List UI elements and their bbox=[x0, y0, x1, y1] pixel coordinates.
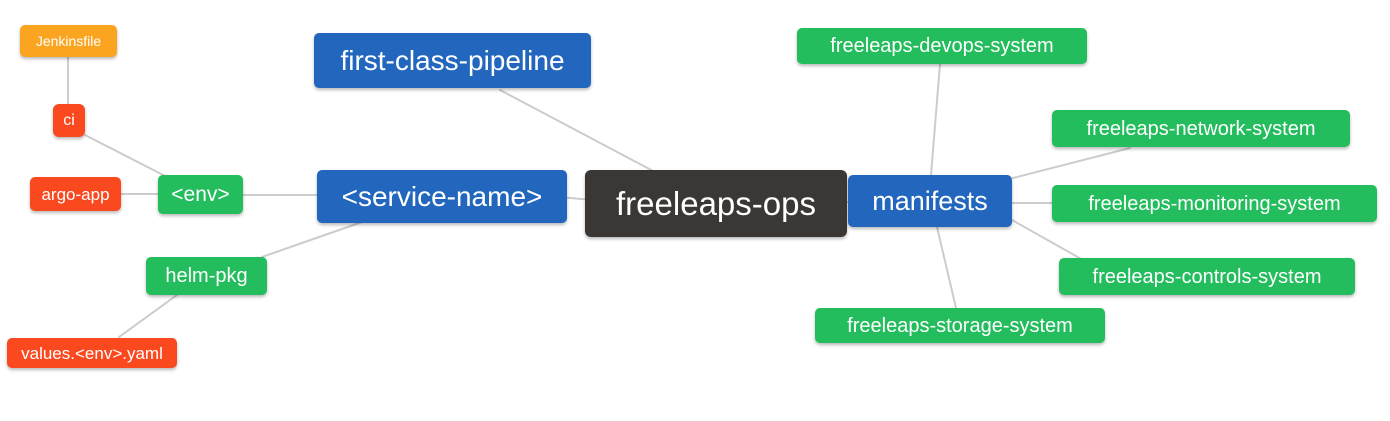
edge-manifests-devops bbox=[930, 63, 941, 176]
node-helm-pkg[interactable]: helm-pkg bbox=[146, 257, 267, 295]
node-storage-system[interactable]: freeleaps-storage-system bbox=[815, 308, 1105, 343]
node-first-class-pipeline[interactable]: first-class-pipeline bbox=[314, 33, 591, 88]
node-service-name[interactable]: <service-name> bbox=[317, 170, 567, 223]
node-monitoring-system[interactable]: freeleaps-monitoring-system bbox=[1052, 185, 1377, 222]
node-freeleaps-ops[interactable]: freeleaps-ops bbox=[585, 170, 847, 237]
node-ci[interactable]: ci bbox=[53, 104, 85, 137]
node-devops-system[interactable]: freeleaps-devops-system bbox=[797, 28, 1087, 64]
node-network-system[interactable]: freeleaps-network-system bbox=[1052, 110, 1350, 147]
node-controls-system[interactable]: freeleaps-controls-system bbox=[1059, 258, 1355, 295]
edge-service-name-helm-pkg bbox=[261, 221, 363, 258]
edge-manifests-controls bbox=[1011, 219, 1084, 261]
node-env[interactable]: <env> bbox=[158, 175, 243, 214]
node-jenkinsfile[interactable]: Jenkinsfile bbox=[20, 25, 117, 57]
edge-ci-env bbox=[84, 134, 168, 178]
node-values-env-yaml[interactable]: values.<env>.yaml bbox=[7, 338, 177, 368]
edge-helm-pkg-values bbox=[118, 294, 178, 338]
edge-manifests-network bbox=[1012, 147, 1131, 179]
edge-first-class-pipeline-ops bbox=[499, 89, 656, 173]
node-argo-app[interactable]: argo-app bbox=[30, 177, 121, 211]
edge-manifests-storage bbox=[936, 226, 957, 309]
node-manifests[interactable]: manifests bbox=[848, 175, 1012, 227]
